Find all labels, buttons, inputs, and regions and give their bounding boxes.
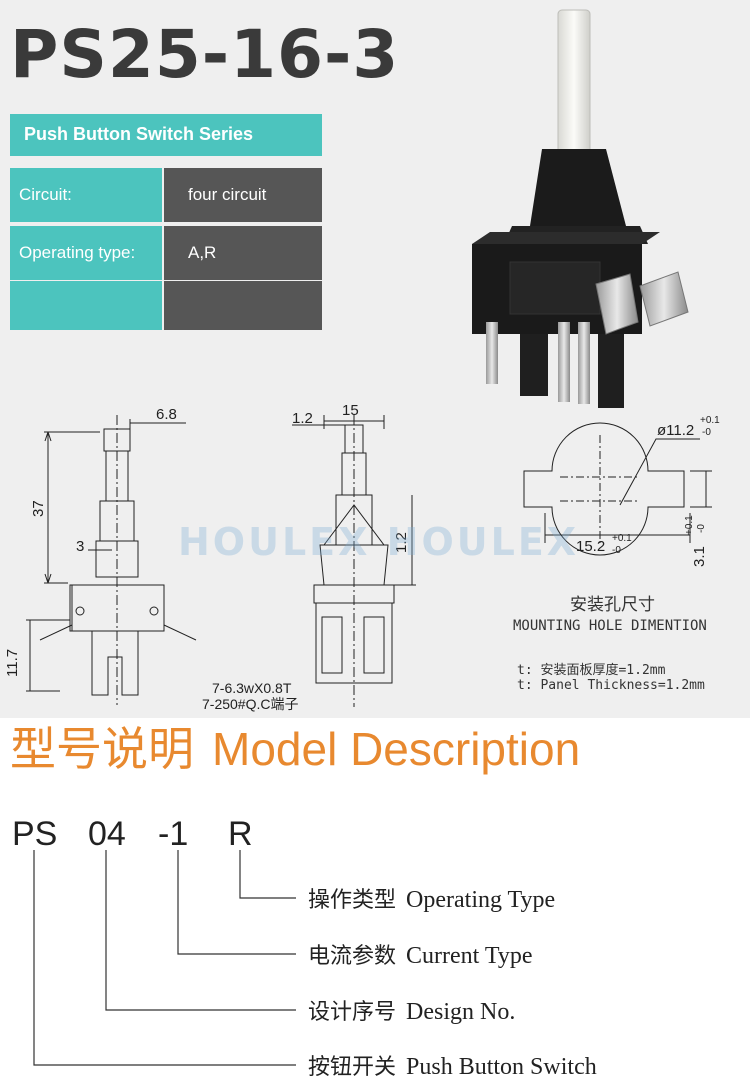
connector-line xyxy=(239,850,296,899)
dim-label: 15 xyxy=(342,402,359,419)
dim-label: 1.2 xyxy=(292,410,313,427)
terminal xyxy=(558,322,570,402)
spec-row-operating-type: Operating type: A,R xyxy=(10,226,322,280)
heading-en: Model Description xyxy=(212,723,581,775)
spec-value-cell: four circuit xyxy=(164,168,322,222)
spec-value-cell: A,R xyxy=(164,226,322,280)
dim-label: 15.2 xyxy=(576,538,605,555)
panel-thickness-en: t: Panel Thickness=1.2mm xyxy=(517,678,705,693)
connector-line xyxy=(33,850,296,1066)
technical-drawing: 6.8 37 3 11.7 1.2 15 1.2 7-6.3wX0.8T 7-2… xyxy=(4,402,720,712)
dim-label: 3 xyxy=(76,538,84,555)
spec-label-cell: Circuit: xyxy=(10,168,162,222)
code-segment: -1 xyxy=(158,815,189,853)
dim-tolerance: +0.1 xyxy=(612,533,632,544)
desc-en: Operating Type xyxy=(406,887,556,913)
model-description-heading: 型号说明 Model Description xyxy=(10,722,580,777)
spec-label-cell xyxy=(10,281,162,330)
desc-cn: 电流参数 xyxy=(308,944,397,969)
connector-line xyxy=(105,850,296,1011)
series-label: Push Button Switch Series xyxy=(24,124,254,144)
desc-en: Design No. xyxy=(406,999,516,1025)
panel-thickness-cn: t: 安装面板厚度=1.2mm xyxy=(517,663,666,678)
terminal xyxy=(578,322,590,404)
series-banner: Push Button Switch Series xyxy=(10,114,322,156)
desc-en: Push Button Switch xyxy=(406,1054,597,1080)
code-segment: R xyxy=(228,815,253,853)
dim-label: 6.8 xyxy=(156,406,177,423)
terminal-note: 7-250#Q.C端子 xyxy=(202,696,298,712)
dim-tolerance: +0.1 xyxy=(684,515,695,535)
spec-row-circuit: Circuit: four circuit xyxy=(10,168,322,222)
dim-label: 11.7 xyxy=(4,649,21,677)
mounting-title-en: MOUNTING HOLE DIMENTION xyxy=(513,618,707,634)
desc-cn: 设计序号 xyxy=(308,1000,397,1025)
dim-label: 3.1 xyxy=(691,546,708,567)
mounting-hole-outline xyxy=(523,422,685,556)
model-desc-push-button: 按钮开关 Push Button Switch xyxy=(308,1049,597,1081)
spec-label: Operating type: xyxy=(19,243,136,262)
terminal xyxy=(486,322,498,384)
spec-label: Circuit: xyxy=(19,185,72,204)
watermark: HOULEX HOULEX xyxy=(178,520,580,564)
dim-tolerance: +0.1 xyxy=(700,415,720,426)
model-desc-current-type: 电流参数 Current Type xyxy=(308,938,533,970)
dim-label: 1.2 xyxy=(393,532,410,553)
switch-leg xyxy=(520,334,548,396)
desc-cn: 操作类型 xyxy=(308,888,397,913)
switch-neck xyxy=(530,149,626,226)
desc-en: Current Type xyxy=(406,943,533,969)
model-code-connectors xyxy=(33,850,296,1066)
dim-label: ø11.2 xyxy=(657,422,694,439)
spec-value-cell xyxy=(164,281,322,330)
dim-tolerance: -0 xyxy=(612,545,621,556)
spec-value: A,R xyxy=(188,243,217,262)
desc-cn: 按钮开关 xyxy=(308,1055,397,1080)
spec-label-cell: Operating type: xyxy=(10,226,162,280)
terminal-tab xyxy=(639,271,689,327)
switch-leg xyxy=(598,334,624,408)
switch-product-image xyxy=(472,9,689,408)
model-desc-design-no: 设计序号 Design No. xyxy=(308,994,515,1026)
terminal-note: 7-6.3wX0.8T xyxy=(212,680,292,696)
mounting-title-cn: 安装孔尺寸 xyxy=(570,595,655,615)
spec-row-empty xyxy=(10,281,322,330)
heading-cn: 型号说明 xyxy=(10,722,194,776)
dim-label: 37 xyxy=(30,500,47,517)
spec-value: four circuit xyxy=(188,185,267,204)
code-segment: 04 xyxy=(88,815,126,853)
connector-line xyxy=(177,850,296,955)
product-title: PS25-16-3 xyxy=(10,16,400,93)
dim-tolerance: -0 xyxy=(696,524,707,533)
plunger xyxy=(557,9,591,161)
model-desc-operating-type: 操作类型 Operating Type xyxy=(308,882,555,914)
code-segment: PS xyxy=(12,815,58,853)
terminal-tab xyxy=(595,273,639,335)
dim-tolerance: -0 xyxy=(702,427,711,438)
